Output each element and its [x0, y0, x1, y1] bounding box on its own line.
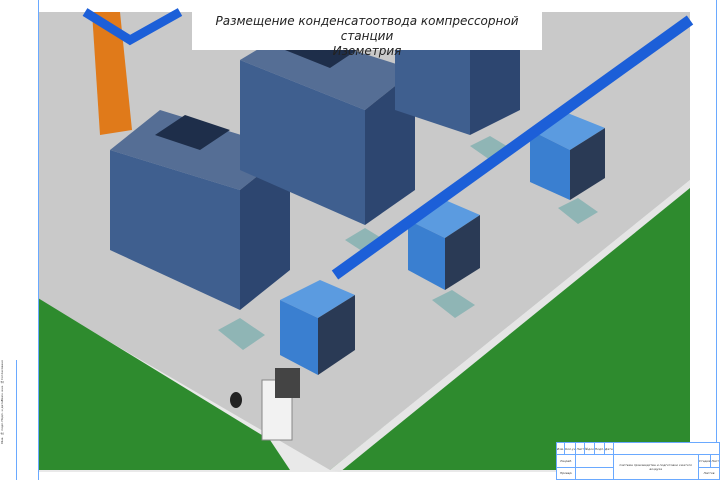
- frame-line-right: [716, 0, 717, 480]
- stamp-field: Согласовано: [0, 360, 4, 381]
- side-stamp: Согласовано Взам. инв. № Подп. и дата Ин…: [0, 360, 17, 480]
- top-pipe: [82, 8, 183, 46]
- tb-col: Лист: [575, 441, 586, 456]
- tb-col: Подп.: [593, 441, 606, 456]
- drain-grate: [558, 198, 598, 224]
- drain-grate: [218, 318, 265, 350]
- tb-description: Система производства и подготовки сжатог…: [612, 454, 699, 480]
- title-line-2: Изометрия: [332, 44, 402, 58]
- main-pipe: [331, 15, 694, 280]
- tb-row: Разраб.: [555, 454, 577, 468]
- concrete-curb: [330, 180, 690, 472]
- tb-col: №док: [584, 441, 595, 456]
- grass-left: [38, 298, 290, 470]
- title-block: Изм. Кол.уч Лист №док Подп. Дата Разраб.…: [555, 441, 720, 480]
- dryer-2: [408, 200, 480, 290]
- drain-bucket: [230, 392, 242, 408]
- tb-col: Изм.: [555, 441, 566, 456]
- tb-stage: Стадия: [697, 454, 712, 468]
- tb-col: Кол.уч: [564, 441, 577, 456]
- tb-col: Дата: [604, 441, 614, 456]
- drain-grate: [432, 290, 475, 318]
- tb-sheets: Листов: [697, 466, 720, 480]
- compressor-1: [110, 110, 290, 310]
- stamp-field: Взам. инв. №: [0, 380, 4, 402]
- tb-row: Провер.: [555, 466, 577, 480]
- drawing-title: Размещение конденсатоотвода компрессорно…: [192, 8, 542, 58]
- condensate-collector: [275, 368, 300, 398]
- stamp-field: Инв. № подл.: [0, 421, 4, 444]
- dryer-1: [280, 280, 355, 375]
- stamp-field: Подп. и дата: [0, 401, 4, 422]
- tb-sheet: Лист: [710, 454, 720, 468]
- title-line-1: Размещение конденсатоотвода компрессорно…: [215, 14, 519, 43]
- support-beam: [92, 12, 132, 135]
- frame-line-left: [38, 0, 39, 480]
